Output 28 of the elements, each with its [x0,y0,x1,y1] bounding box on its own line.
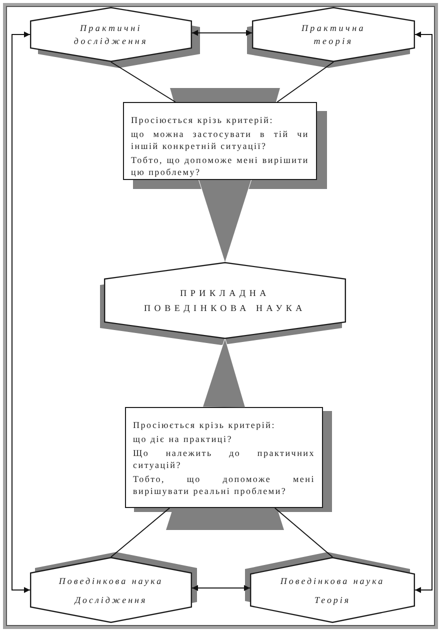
text-box [125,407,323,508]
text-box [123,102,317,180]
hexagon-node [104,262,346,339]
double-arrow [192,30,252,36]
node-label: Поведінкова наука [58,574,164,586]
double-arrow [12,32,30,593]
double-arrow [414,32,432,593]
node-label: Поведінкова наука [279,574,386,586]
criteria-text: Тобто, що допоможе мені вирішити цю проблему? [131,154,309,178]
hexagon-node [30,7,192,62]
node-label: Практична теорія [300,22,367,48]
criteria-text: що діє на практиці? [133,433,234,445]
funnel-arrow [203,339,245,408]
criteria-text: Просіюється крізь критерій: [133,419,276,431]
criteria-text: Тобто, що допоможе мені вирішувати реальні проблеми? [133,473,315,497]
criteria-text: Що належить до практичних ситуацій? [133,447,315,471]
node-label: ПРИКЛАДНА ПОВЕДІНКОВА НАУКА [143,286,307,315]
criteria-text: Просіюється крізь критерій: [131,114,274,126]
funnel-arrow [199,180,252,262]
node-label: Теорія [313,594,352,606]
hexagon-node [30,557,192,623]
hexagon-node [250,557,415,623]
criteria-text: що можна застосувати в тій чи іншій конкретній ситуації? [131,128,309,152]
node-label: Дослідження [73,594,148,606]
double-arrow [192,585,250,592]
node-label: Практичні дослідження [72,22,150,48]
funnel-trapezoid [170,88,280,102]
hexagon-node [252,7,415,62]
